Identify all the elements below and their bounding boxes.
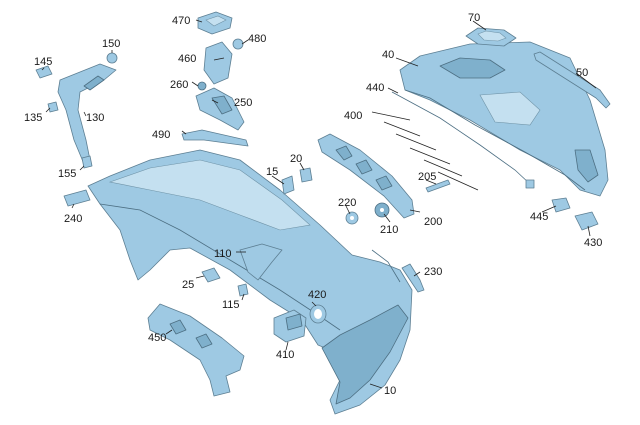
part-20-bracket	[299, 167, 313, 183]
part-50-trim-strip	[533, 51, 611, 109]
part-220-grommet	[345, 211, 359, 225]
part-70-exhaust-trim	[465, 27, 517, 47]
leader-lines	[41, 19, 597, 389]
part-440-harness	[391, 91, 535, 189]
callout-20: 20	[290, 153, 302, 165]
part-250-mount	[195, 87, 245, 131]
callout-40: 40	[382, 49, 394, 61]
part-260-clip	[197, 81, 207, 91]
callout-490: 490	[152, 129, 170, 141]
part-145-clip	[35, 65, 53, 79]
callout-135: 135	[24, 112, 42, 124]
part-480-clip	[232, 38, 244, 50]
callout-25: 25	[182, 279, 194, 291]
part-470-bracket-top	[197, 11, 233, 35]
callout-410: 410	[276, 349, 294, 361]
part-135-screw	[47, 101, 59, 113]
callout-230: 230	[424, 266, 442, 278]
part-155-screw	[81, 155, 93, 169]
part-200-energy-absorber	[317, 133, 415, 219]
callout-240: 240	[64, 213, 82, 225]
callout-205: 205	[418, 171, 436, 183]
callout-250: 250	[234, 97, 252, 109]
part-15-bracket	[281, 175, 295, 195]
part-210-grommet	[374, 202, 390, 218]
part-400-leader-lines	[371, 111, 479, 191]
part-450-lower-bracket	[147, 303, 245, 397]
callout-50: 50	[576, 67, 588, 79]
callout-labels: 470 70 150 480 40 460 145 50 260 440 250…	[24, 12, 602, 397]
part-430-bracket	[574, 211, 599, 231]
part-205-bolt	[425, 179, 451, 193]
part-25-clip	[201, 267, 221, 283]
callout-480: 480	[248, 33, 266, 45]
part-115-screw	[237, 283, 249, 297]
callout-150: 150	[102, 38, 120, 50]
callout-155: 155	[58, 168, 76, 180]
callout-115: 115	[222, 299, 240, 311]
part-445-sensor	[551, 197, 571, 213]
callout-470: 470	[172, 15, 190, 27]
callout-440: 440	[366, 82, 384, 94]
callout-10: 10	[384, 385, 396, 397]
part-460-bracket	[203, 41, 233, 85]
callout-420: 420	[308, 289, 326, 301]
callout-400: 400	[344, 110, 362, 122]
part-230-clip	[401, 263, 425, 293]
part-240-pad	[63, 189, 91, 207]
callout-130: 130	[86, 112, 104, 124]
part-150-clip	[106, 52, 118, 64]
callout-445: 445	[530, 211, 548, 223]
part-410-housing	[273, 309, 307, 343]
callout-145: 145	[34, 56, 52, 68]
callout-15: 15	[266, 166, 278, 178]
callout-70: 70	[468, 12, 480, 24]
callout-220: 220	[338, 197, 356, 209]
part-110-bracket	[239, 243, 283, 281]
callout-200: 200	[424, 216, 442, 228]
callout-210: 210	[380, 224, 398, 236]
callout-450: 450	[148, 332, 166, 344]
part-420-ring	[309, 304, 327, 324]
callout-260: 260	[170, 79, 188, 91]
callout-430: 430	[584, 237, 602, 249]
callout-110: 110	[214, 248, 232, 260]
part-10-bumper-cover	[87, 149, 413, 415]
part-40-rear-diffuser	[399, 41, 609, 197]
part-490-rod	[181, 129, 249, 147]
part-130-side-bracket	[57, 63, 117, 165]
callout-460: 460	[178, 53, 196, 65]
